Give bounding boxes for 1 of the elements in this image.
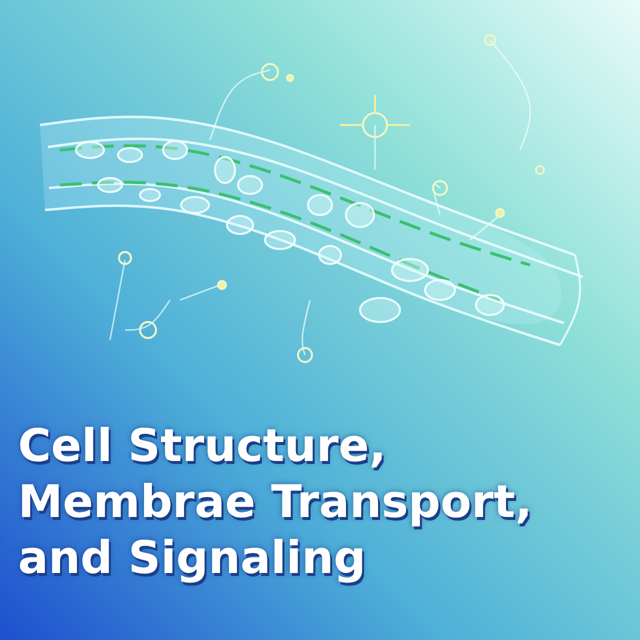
title: Cell Structure, Membrae Transport, and Signaling [18, 418, 534, 586]
